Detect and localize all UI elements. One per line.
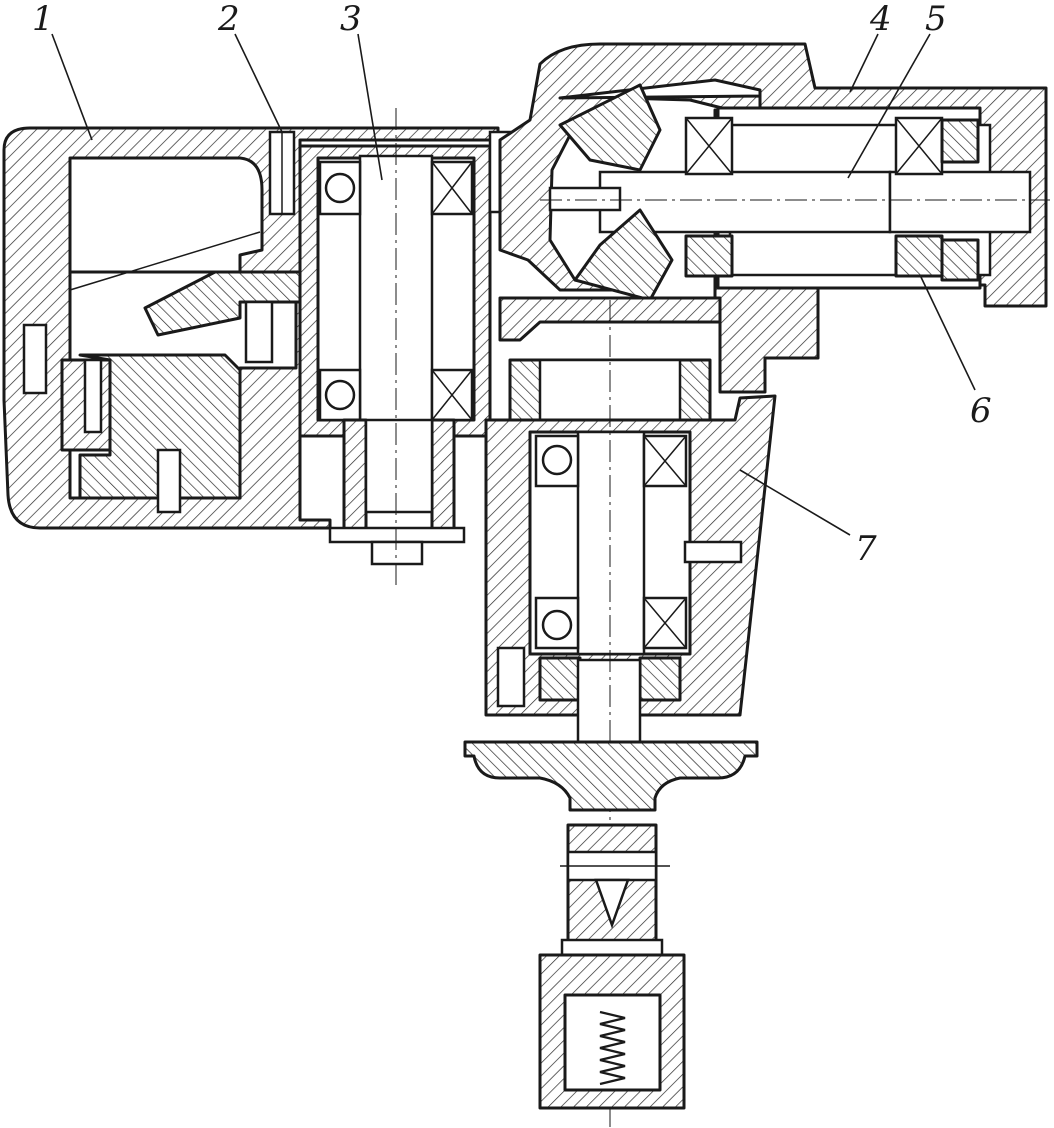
leader-2: [234, 33, 283, 133]
leader-3: [357, 33, 383, 181]
leader-4: [849, 33, 879, 93]
tool-holder: [538, 823, 686, 1110]
callout-2: 2: [217, 0, 240, 39]
callout-3: 3: [340, 0, 362, 39]
callout-4: 4: [869, 0, 892, 39]
gear-head-housing: [498, 42, 1050, 394]
mounting-screw: [268, 130, 296, 216]
leader-1: [51, 33, 93, 141]
leader-6: [919, 274, 976, 391]
callout-5: 5: [925, 0, 947, 39]
lower-spindle-housing: [484, 296, 777, 1128]
motor-shaft-assembly: [298, 108, 520, 590]
leader-lines: [51, 33, 976, 536]
callout-7: 7: [855, 529, 877, 569]
callout-labels: 1 2 3 4 5 6 7: [32, 0, 992, 569]
guard-plate: [463, 740, 759, 812]
leader-7: [739, 469, 851, 536]
leader-5: [847, 33, 931, 179]
callout-1: 1: [32, 0, 54, 39]
left-housing: [2, 126, 500, 530]
callout-6: 6: [970, 391, 992, 431]
